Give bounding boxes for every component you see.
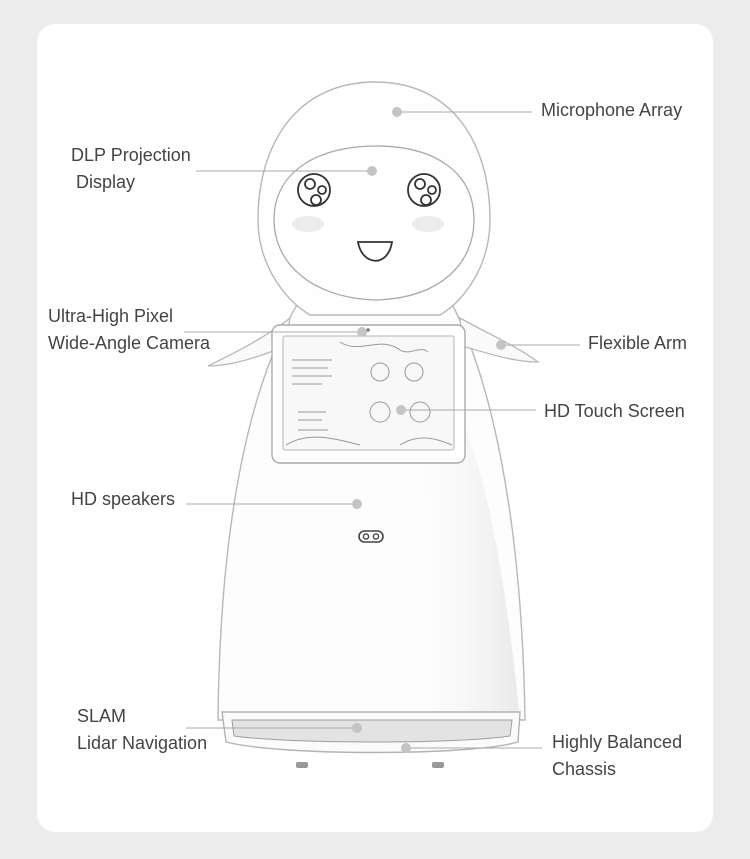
- marker-dot: [496, 340, 506, 350]
- label-text: Display: [76, 172, 136, 192]
- right-arm: [459, 316, 540, 363]
- marker-dot: [396, 405, 406, 415]
- marker-dot: [392, 107, 402, 117]
- label-text: DLP Projection: [71, 145, 191, 165]
- lidar-strip: [231, 719, 513, 743]
- leader-lines: [184, 111, 580, 749]
- marker-dots: [352, 107, 506, 753]
- marker-dot: [367, 166, 377, 176]
- marker-dot: [357, 327, 367, 337]
- label-text: Lidar Navigation: [77, 733, 208, 753]
- label-text: Wide-Angle Camera: [48, 333, 211, 353]
- mouth-icon: [356, 241, 394, 262]
- label-slam: SLAM Lidar Navigation: [77, 703, 207, 757]
- label-microphone-array: Microphone Array: [541, 97, 682, 124]
- label-text: Ultra-High Pixel: [48, 306, 174, 326]
- marker-dot: [352, 723, 362, 733]
- label-text: Chassis: [552, 759, 617, 779]
- marker-dot: [401, 743, 411, 753]
- label-text: HD Touch Screen: [544, 401, 685, 421]
- label-camera: Ultra-High Pixel Wide-Angle Camera: [48, 303, 210, 357]
- touch-screen-display: [282, 335, 455, 451]
- label-text: HD speakers: [71, 489, 176, 509]
- label-text: Microphone Array: [541, 100, 683, 120]
- label-flexible-arm: Flexible Arm: [588, 330, 687, 357]
- power-logo-icon: [358, 530, 384, 543]
- label-text: Highly Balanced: [552, 732, 683, 752]
- label-chassis: Highly Balanced Chassis: [552, 729, 682, 783]
- label-dlp-projection: DLP Projection Display: [71, 142, 191, 196]
- label-touch-screen: HD Touch Screen: [544, 398, 685, 425]
- label-speakers: HD speakers: [71, 486, 175, 513]
- label-text: SLAM: [77, 706, 127, 726]
- label-text: Flexible Arm: [588, 333, 688, 353]
- marker-dot: [352, 499, 362, 509]
- left-eye-icon: [297, 173, 331, 207]
- right-eye-icon: [407, 173, 441, 207]
